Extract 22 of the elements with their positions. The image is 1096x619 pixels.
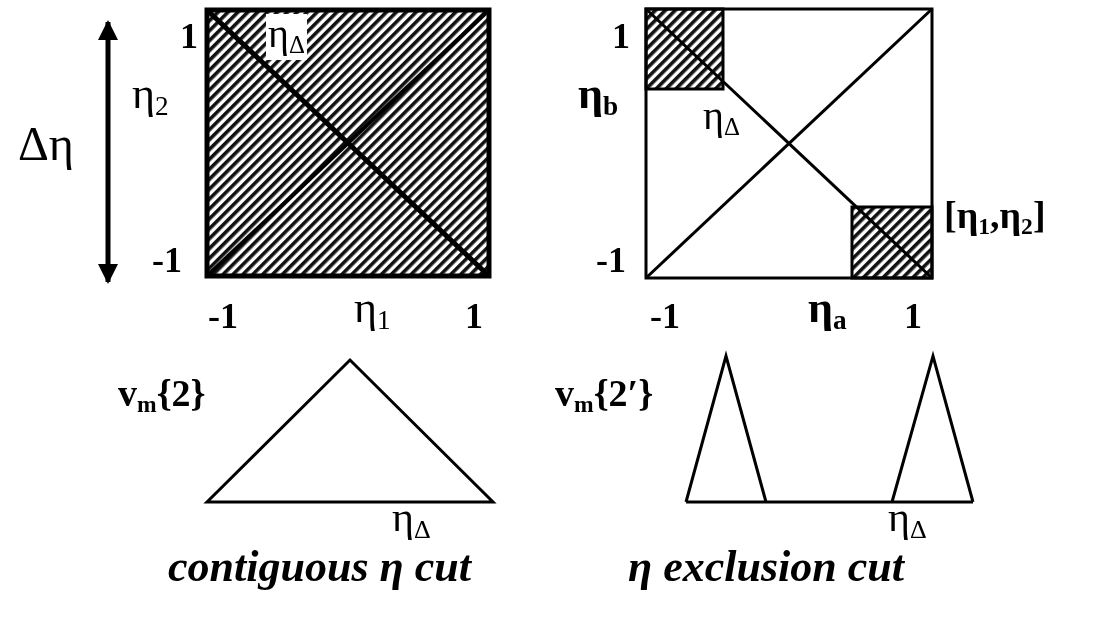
caption: η exclusion cut xyxy=(628,545,904,589)
axis-tick-label: 1 xyxy=(612,18,630,54)
axis-tick-label: -1 xyxy=(208,298,238,334)
curve-label: η$_{Δ}$ xyxy=(703,96,740,140)
axis-label: η$_{2}$ xyxy=(132,72,169,121)
axis-label: Δη xyxy=(18,120,74,168)
axis-tick-label: -1 xyxy=(152,242,182,278)
caption: contiguous η cut xyxy=(168,545,471,589)
axis-label: η$_{Δ}$ xyxy=(392,496,431,543)
curve-label: η$_{Δ}$ xyxy=(266,14,307,60)
axis-tick-label: -1 xyxy=(650,298,680,334)
axis-label: η$_{b}$ xyxy=(578,72,619,121)
axis-label: η$_{1}$ xyxy=(354,286,391,335)
axis-tick-label: 1 xyxy=(180,18,198,54)
axis-tick-label: 1 xyxy=(465,298,483,334)
axis-tick-label: 1 xyxy=(904,298,922,334)
axis-label: v$_{m}${2} xyxy=(118,374,206,417)
axis-label: v$_{m}${2′} xyxy=(555,374,654,417)
axis-label: η$_{Δ}$ xyxy=(888,496,927,543)
axis-tick-label: -1 xyxy=(596,242,626,278)
region-label: [η$_{1}$,η$_{2}$] xyxy=(944,196,1046,239)
axis-label: η$_{a}$ xyxy=(808,286,847,335)
